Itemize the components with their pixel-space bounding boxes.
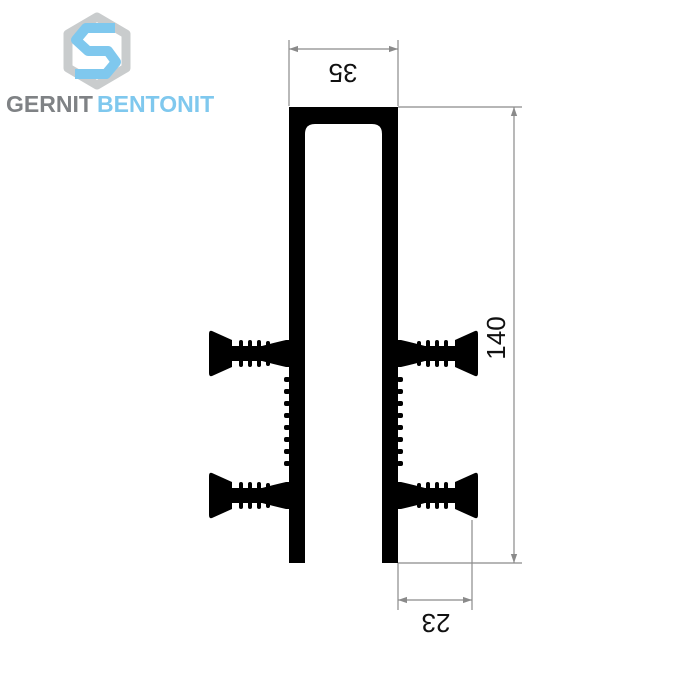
dimension-height bbox=[398, 106, 522, 564]
dimension-flange bbox=[397, 520, 473, 610]
hexagon-g-logo-icon bbox=[63, 12, 131, 90]
dimension-top-width bbox=[288, 40, 399, 106]
left-lower-anchor bbox=[209, 472, 289, 519]
brand-word-gernit: GERNIT bbox=[6, 91, 93, 117]
brand-logo: GERNIT BENTONIT bbox=[6, 12, 214, 117]
u-channel bbox=[289, 107, 398, 563]
right-lower-anchor bbox=[398, 472, 478, 519]
right-upper-anchor bbox=[398, 330, 478, 377]
left-upper-anchor bbox=[209, 330, 289, 377]
left-wall-ribs bbox=[284, 377, 290, 466]
dimension-label-flange: 23 bbox=[422, 608, 451, 638]
profile-cross-section bbox=[209, 107, 478, 563]
right-wall-ribs bbox=[397, 377, 403, 466]
brand-word-bentonit: BENTONIT bbox=[97, 91, 214, 117]
dimension-label-top-width: 35 bbox=[329, 58, 358, 88]
dimension-label-height: 140 bbox=[481, 316, 511, 359]
